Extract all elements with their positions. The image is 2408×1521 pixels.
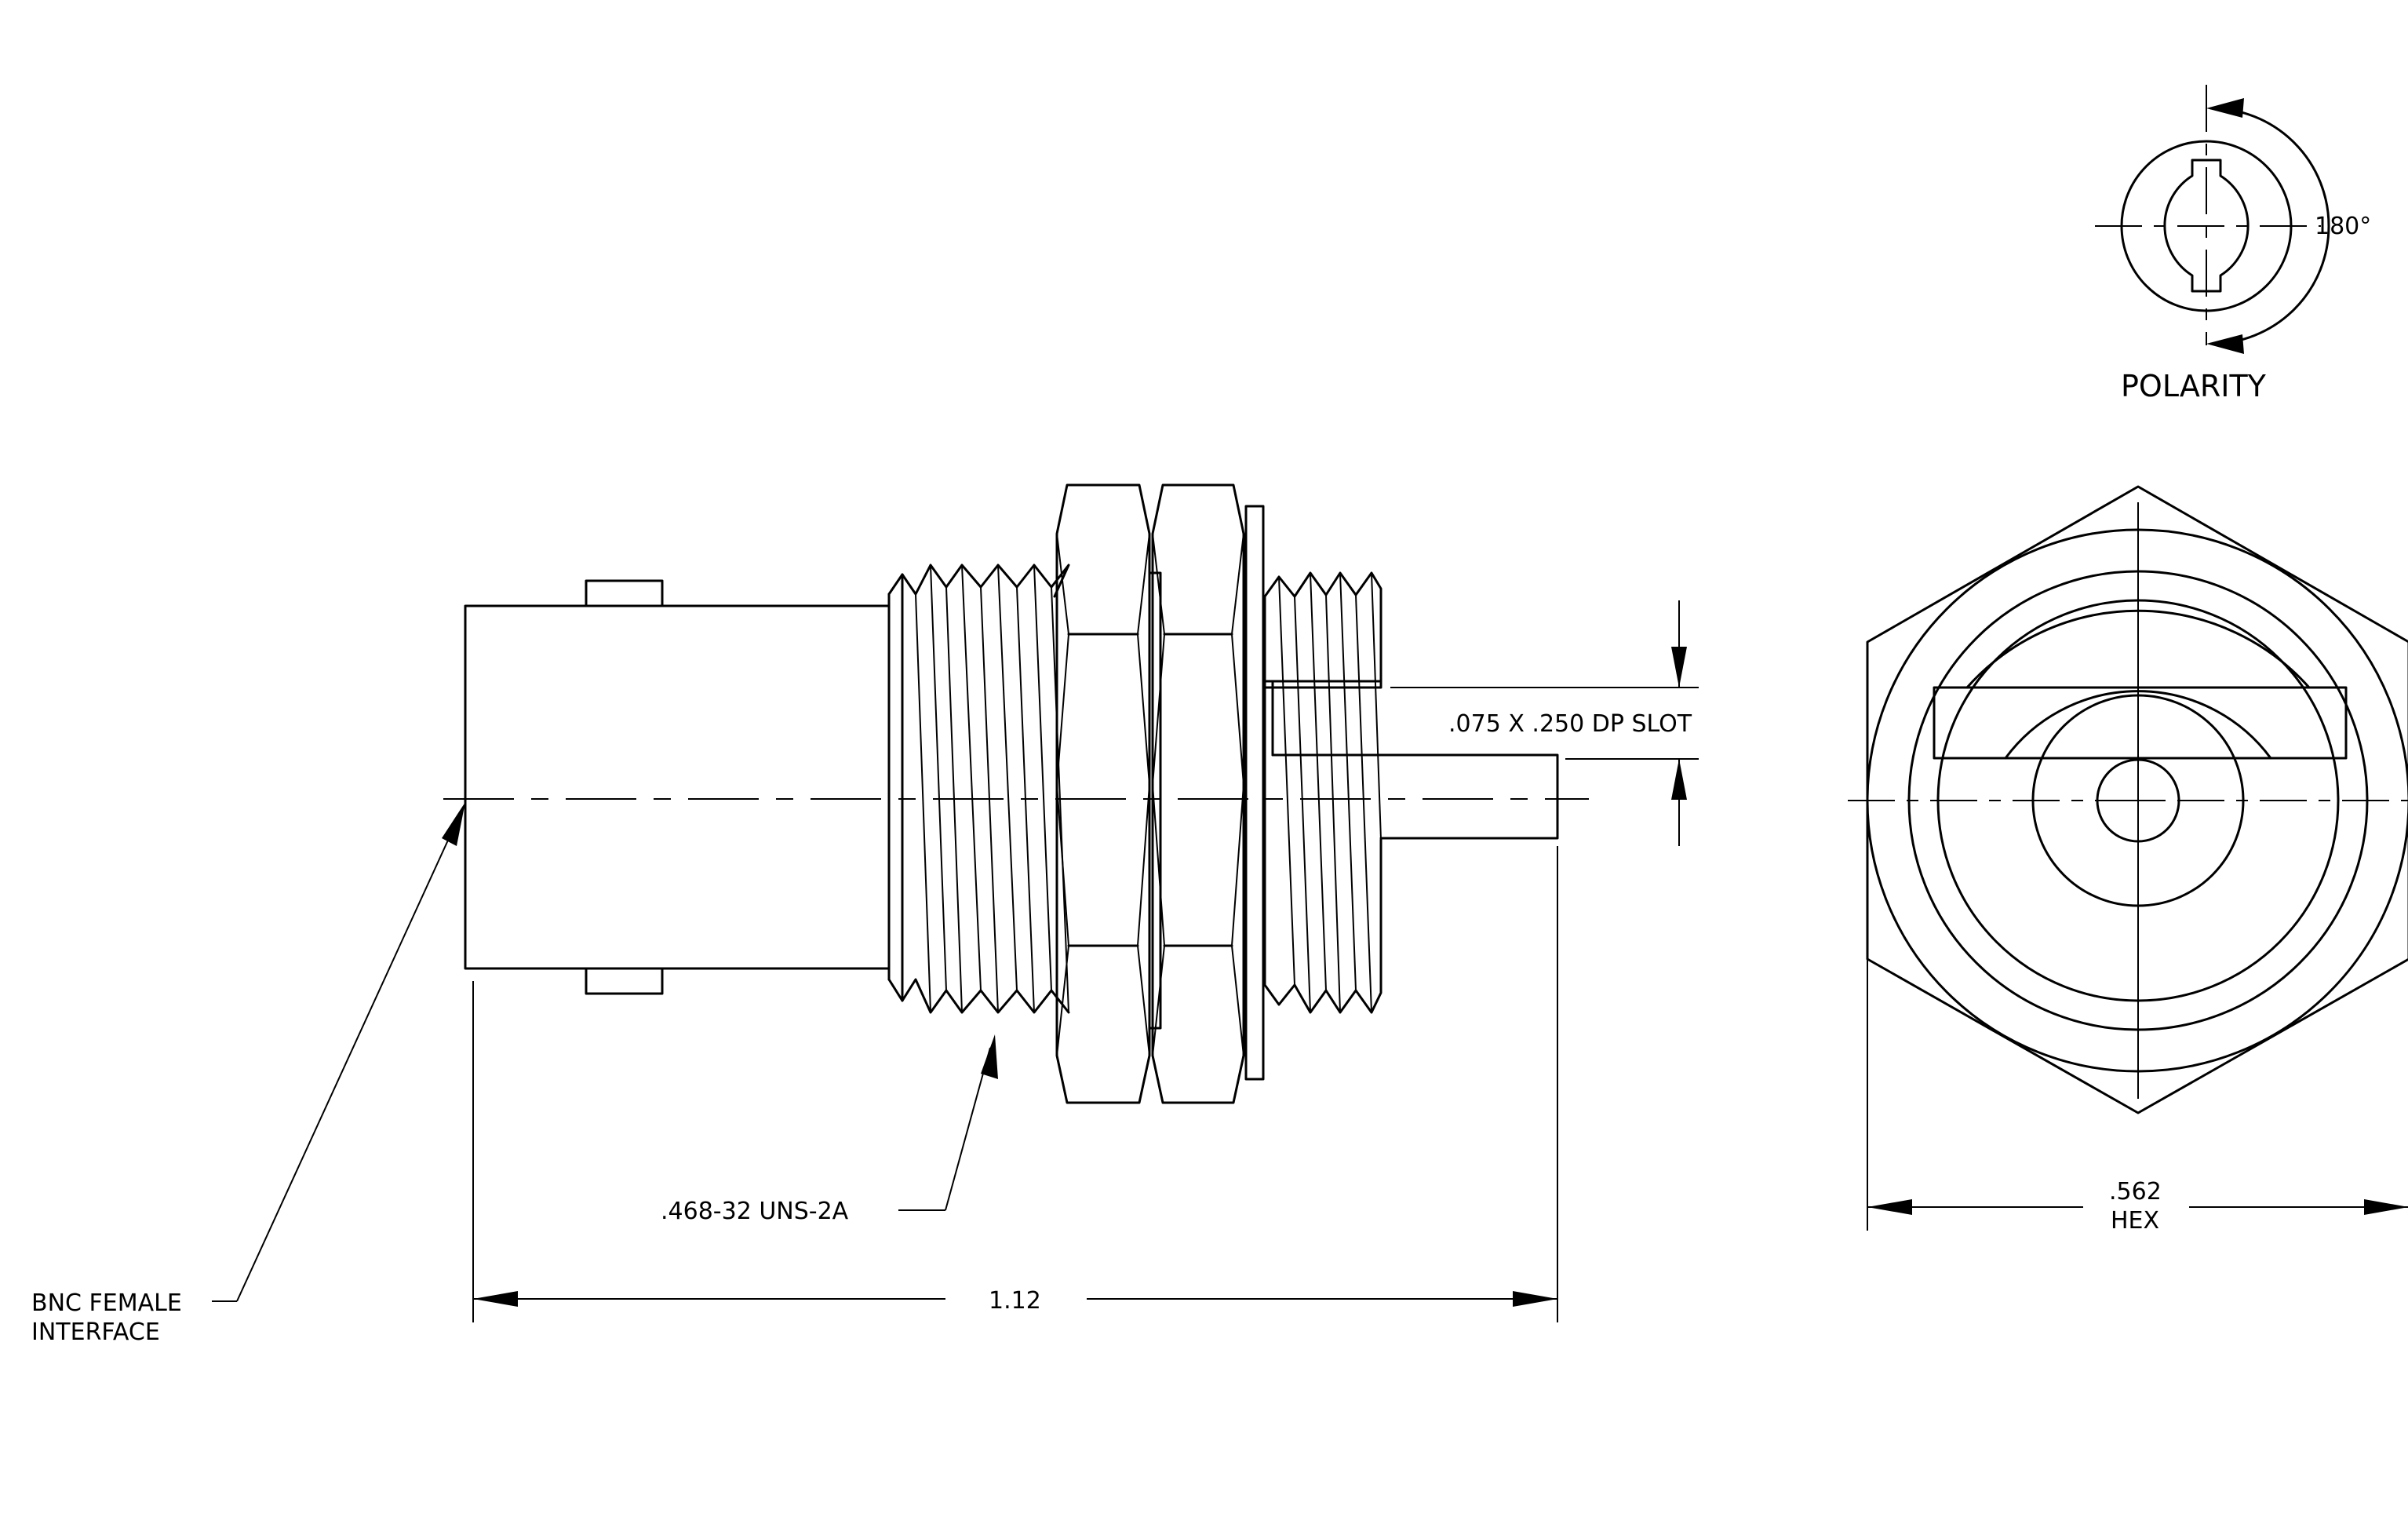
washer [1244, 505, 1265, 1081]
hex-nut-2 [1151, 483, 1245, 1104]
polarity-label: POLARITY [2121, 369, 2267, 403]
contact-tail [1379, 753, 1559, 840]
slot-dimension: .075 X .250 DP SLOT [1390, 600, 1699, 846]
polarity-view: 180° POLARITY [2095, 85, 2371, 403]
bayonet-pin-bottom [585, 967, 664, 995]
slot-label: .075 X .250 DP SLOT [1448, 710, 1692, 738]
hex-value-label: .562 [2109, 1178, 2162, 1205]
polarity-arc [2209, 107, 2330, 345]
length-label: 1.12 [989, 1287, 1041, 1315]
bnc-body [464, 604, 891, 970]
hex-outline [1866, 485, 2408, 1114]
interface-label-line1: BNC FEMALE [31, 1289, 182, 1317]
thread-right [1263, 571, 1383, 1014]
polarity-angle-label: 180° [2315, 213, 2371, 240]
bayonet-pin-top [585, 579, 664, 607]
nut-gap [1148, 571, 1162, 1030]
hex-nut-1 [1055, 483, 1151, 1104]
front-view: .562 HEX [1848, 485, 2408, 1235]
slot-band [1933, 686, 2348, 760]
polarity-keyed-circle [2163, 159, 2250, 293]
interface-label-line2: INTERFACE [31, 1319, 160, 1346]
length-dimension: 1.12 [472, 846, 1558, 1322]
thread-label: .468-32 UNS-2A [661, 1198, 849, 1225]
thread-leader: .468-32 UNS-2A [661, 1034, 998, 1225]
side-view: .075 X .250 DP SLOT 1.12 .468-32 UNS-2A … [31, 483, 1699, 1346]
interface-leader: BNC FEMALE INTERFACE [31, 802, 465, 1346]
hex-word-label: HEX [2111, 1207, 2159, 1235]
hex-dimension: .562 HEX [1867, 959, 2408, 1235]
thread-left [887, 564, 1070, 1014]
